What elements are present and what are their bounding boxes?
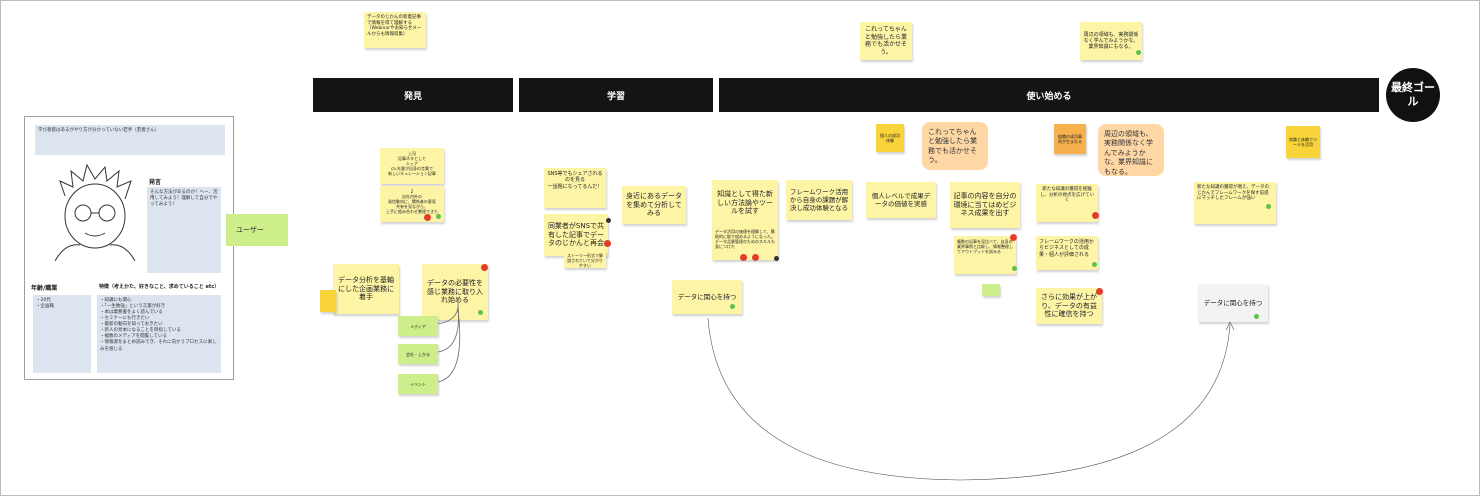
- speech-label: 発言: [149, 177, 161, 186]
- status-dot: [1092, 212, 1099, 219]
- status-dot: [1010, 234, 1017, 241]
- status-dot: [740, 254, 747, 261]
- use-note-3[interactable]: 個人レベルで成果データの価値を実感: [866, 182, 936, 218]
- goal-circle: 最終ゴール: [1386, 68, 1440, 122]
- label-knowledge-tool[interactable]: 知識と体験でツールを活用: [1286, 126, 1320, 158]
- top-note-mid[interactable]: これってちゃんと勉強したら業務でも活かせそう。: [860, 22, 912, 60]
- status-dot: [1136, 50, 1141, 55]
- age-label: 年齢/職業: [31, 283, 57, 292]
- top-note-right[interactable]: 周辺の領域も、実務関係なく学んでみようかな。業界知識にもなる。: [1080, 22, 1142, 60]
- use-note-6[interactable]: フレームワークの活用からビジネスとしての成果・個人が評価される: [1036, 236, 1098, 270]
- discover-stack-1[interactable]: 上司 記事ネタとして シェア ca.先輩が自身の言葉で 新しいキュレーション記事: [380, 148, 444, 184]
- traits-label: 特徴（考えかた、好きなこと、求めていること etc）: [99, 283, 219, 290]
- loop-curve: [700, 310, 1240, 490]
- learn-note-1[interactable]: SNS等でもシェアされるのを見る 一話題になってるんだ！: [544, 168, 606, 208]
- persona-face: [45, 161, 145, 261]
- status-dot: [730, 304, 735, 309]
- label-org-success[interactable]: 組織の成功事例が生まれる: [1054, 124, 1086, 154]
- company-note[interactable]: 会社・上かる: [398, 344, 438, 364]
- status-dot: [424, 214, 431, 221]
- use-note-7[interactable]: 新たな知識の獲得を経験し、分析の視点を広げていく: [1036, 184, 1098, 222]
- header-discover: 発見: [313, 78, 513, 112]
- use-note-small-2[interactable]: 複数の記事を見比べて、自身の業界事例と比較し、情報整理してアウトプットを試みる: [954, 236, 1016, 274]
- top-note-left[interactable]: データのじかんの新着記事で情報を得て理解する（Webinarやお知らせメールから…: [364, 12, 426, 48]
- use-note-4[interactable]: 記事の内容を自分の環境に当てはめビジネス成果を出す: [950, 182, 1020, 228]
- small-green-note[interactable]: [982, 284, 1000, 296]
- status-dot: [1092, 262, 1097, 267]
- user-tag[interactable]: ユーザー: [226, 214, 288, 246]
- speech-box: そんな方法があるのか！へー、活用してみよう！理解して自分でやってみよう！: [147, 187, 221, 273]
- header-use: 使い始める: [719, 78, 1379, 112]
- event-note[interactable]: イベント: [398, 374, 438, 394]
- label-personal-success[interactable]: 個人の成功体験: [876, 124, 904, 152]
- status-dot: [604, 240, 611, 247]
- discover-stack-2[interactable]: 2 自社内外の 発信動向に、関係者の意見 共有を見ながら、 上手に組み合わせ整理…: [380, 186, 444, 222]
- status-dot: [436, 214, 441, 219]
- speech-bubble-2: 周辺の領域も、実務関係なく学んでみようかな。業界知識にもなる。: [1098, 124, 1164, 176]
- status-dot: [1012, 266, 1017, 271]
- discover-note-1[interactable]: データ分析を基軸にした企画業務に着手: [333, 264, 399, 314]
- status-dot: [606, 218, 611, 223]
- learn-note-small[interactable]: ストーリー形式で解説されていて分かりやすい: [564, 250, 606, 268]
- discover-note-yellow[interactable]: [320, 290, 336, 312]
- learn-note-3[interactable]: 身近にあるデータを集めて分析してみる: [622, 186, 686, 224]
- traits-box: ・知識にも関心 ・「一生勉強」という言葉が好き ・本は業務書をよく読んでいる ・…: [97, 295, 221, 373]
- status-dot: [752, 254, 759, 261]
- speech-bubble-1: これってちゃんと勉強したら業務でも活かせそう。: [922, 122, 988, 170]
- use-note-1[interactable]: 知識として得た新しい方法論やツールを試す: [712, 180, 778, 226]
- status-dot: [1254, 314, 1259, 319]
- persona-card: 学び意欲はあるがやり方が分かっていない若手（若者さん） 発言 そんな方法があるの…: [24, 116, 234, 380]
- persona-header: 学び意欲はあるがやり方が分かっていない若手（若者さん）: [35, 125, 225, 155]
- use-note-2[interactable]: フレームワーク活用から自身の課題が解決し成功体験となる: [786, 180, 852, 220]
- status-dot: [478, 310, 483, 315]
- connector-lines: [436, 296, 466, 386]
- status-dot: [1266, 204, 1271, 209]
- use-note-8[interactable]: 新たな知識の獲得が増え、データのじかんでフレームワークを探す前提にマッチしたフレ…: [1194, 182, 1276, 224]
- status-dot: [774, 256, 779, 261]
- status-dot: [481, 264, 488, 271]
- status-dot: [1096, 288, 1103, 295]
- media-note[interactable]: メディア: [398, 316, 438, 336]
- header-learn: 学習: [519, 78, 713, 112]
- age-box: ・20代 ・企画職: [33, 295, 91, 373]
